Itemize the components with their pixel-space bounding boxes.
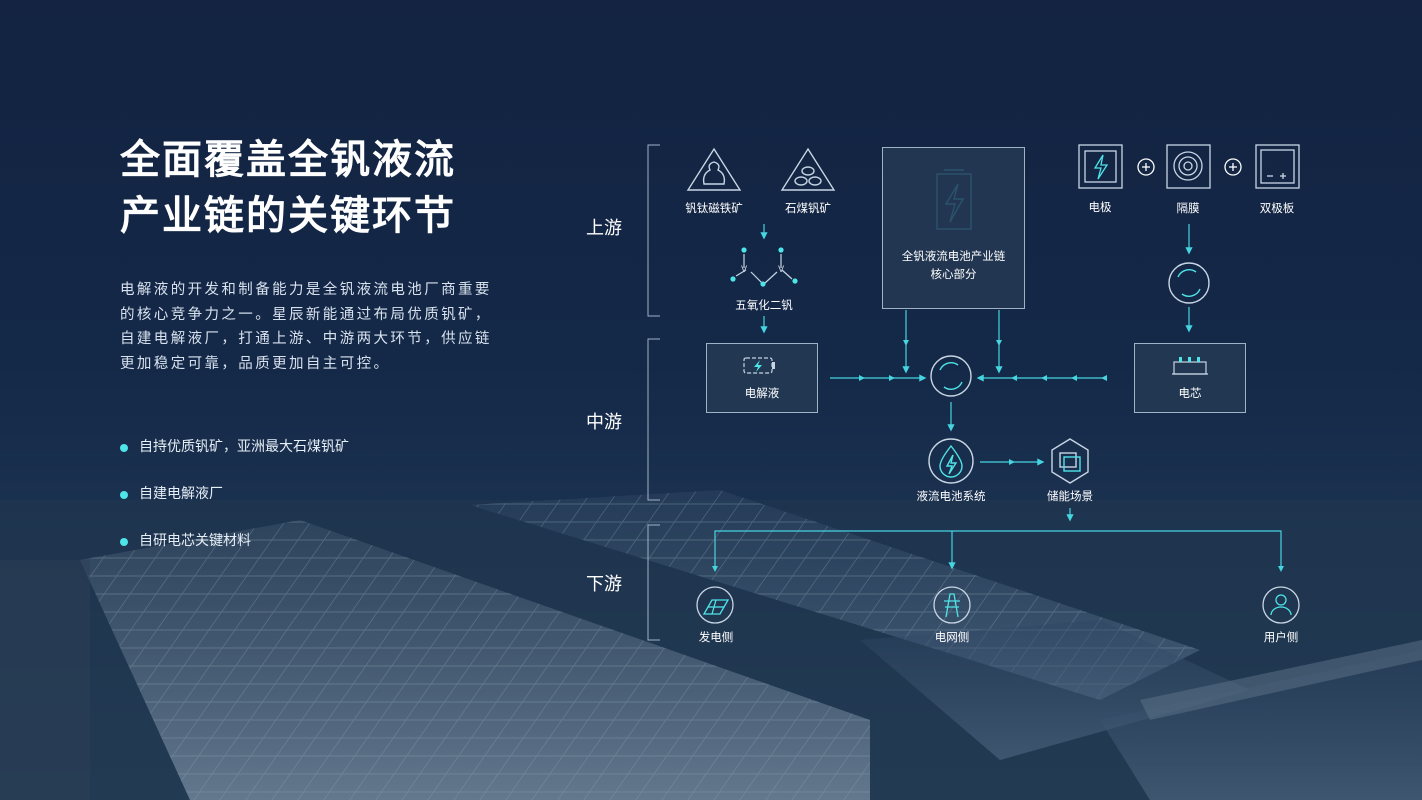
stage-label-upstream: 上游 — [586, 218, 622, 239]
molecule-v-label: V — [741, 265, 748, 275]
molecule-icon — [735, 254, 793, 284]
feature-list: 自持优质钒矿，亚洲最大石煤钒矿 自建电解液厂 自研电芯关键材料 — [120, 436, 349, 577]
molecule-atom — [760, 281, 766, 287]
arrowhead-icon — [1011, 375, 1107, 381]
stage-bracket-midstream — [647, 338, 660, 501]
node-label-membrane: 隔膜 — [1176, 201, 1200, 215]
arrowhead-icon — [903, 340, 1002, 346]
feature-item: 自研电芯关键材料 — [120, 530, 349, 553]
node-label-gen: 发电侧 — [698, 630, 734, 644]
node-label-scenario: 储能场景 — [1047, 489, 1093, 503]
electrolyte-icon — [743, 357, 775, 374]
arrowhead-icon — [1009, 459, 1015, 465]
coal-ore-icon — [780, 147, 836, 191]
bipolar-plate-icon — [1255, 144, 1300, 189]
feature-item: 自持优质钒矿，亚洲最大石煤钒矿 — [120, 436, 349, 459]
electrolyte-box: 电解液 — [706, 343, 818, 413]
node-label-grid: 电网侧 — [934, 630, 970, 644]
headline-line-1: 全面覆盖全钒液流 — [120, 137, 456, 183]
storage-icon — [1051, 438, 1089, 484]
power-tower-icon — [933, 586, 971, 624]
feature-text: 自持优质钒矿，亚洲最大石煤钒矿 — [139, 439, 349, 455]
plus-icon — [1137, 158, 1155, 176]
cycle-icon — [1168, 262, 1210, 304]
molecule-atom — [730, 276, 736, 282]
core-box-line-2: 核心部分 — [930, 267, 977, 281]
arrowhead-icon — [859, 375, 895, 381]
node-label-bipolar: 双极板 — [1259, 201, 1295, 215]
node-label-ore1: 钒钛磁铁矿 — [685, 201, 743, 215]
stage-bracket-upstream — [647, 144, 660, 317]
stage-bracket-downstream — [647, 524, 660, 641]
solar-panel-icon — [696, 586, 734, 624]
stage-label-midstream: 中游 — [586, 412, 622, 433]
headline: 全面覆盖全钒液流 产业链的关键环节 — [120, 132, 456, 244]
membrane-icon — [1166, 144, 1211, 189]
molecule-atom — [792, 278, 798, 284]
molecule-v-label: V — [778, 265, 785, 275]
core-box-line-1: 全钒液流电池产业链 — [901, 249, 1006, 263]
stage-label-downstream: 下游 — [586, 574, 622, 595]
arrowhead-icon — [712, 566, 1284, 572]
cycle-icon — [930, 355, 972, 397]
node-label-user: 用户侧 — [1263, 630, 1299, 644]
node-label-system: 液流电池系统 — [916, 489, 986, 503]
node-label-ore2: 石煤钒矿 — [785, 201, 831, 215]
feature-text: 自研电芯关键材料 — [139, 533, 251, 549]
mountain-ore-icon — [686, 147, 742, 191]
feature-text: 自建电解液厂 — [139, 486, 223, 502]
drop-bolt-icon — [928, 438, 974, 484]
bullet-dot-icon — [120, 490, 128, 499]
bullet-dot-icon — [120, 443, 128, 452]
molecule-atom — [741, 247, 747, 253]
feature-item: 自建电解液厂 — [120, 483, 349, 506]
node-label-electrode: 电极 — [1088, 200, 1112, 214]
cell-box: 电芯 — [1134, 343, 1246, 413]
electrode-icon — [1078, 144, 1123, 189]
molecule-atom — [778, 247, 784, 253]
plus-icon — [1224, 158, 1242, 176]
cell-icon — [1172, 357, 1208, 375]
electrolyte-label: 电解液 — [744, 386, 780, 400]
user-icon — [1262, 586, 1300, 624]
intro-paragraph: 电解液的开发和制备能力是全钒液流电池厂商重要的核心竞争力之一。星辰新能通过布局优… — [120, 282, 492, 372]
core-box: 全钒液流电池产业链 核心部分 — [882, 147, 1025, 309]
cell-label: 电芯 — [1178, 386, 1202, 400]
node-label-v2o5: 五氧化二钒 — [735, 298, 793, 312]
bullet-dot-icon — [120, 537, 128, 546]
headline-line-2: 产业链的关键环节 — [120, 193, 456, 239]
